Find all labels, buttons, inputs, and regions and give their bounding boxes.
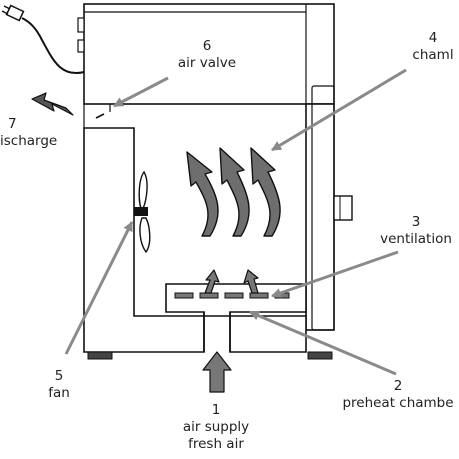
leader-preheat <box>249 310 397 376</box>
label-air-valve: 6 air valve <box>172 38 242 72</box>
label-number: 6 <box>202 38 212 54</box>
door-handle <box>333 195 353 221</box>
label-text: fresh air <box>188 436 244 452</box>
leader-lines <box>64 68 407 376</box>
label-number: 7 <box>8 116 17 132</box>
leader-chamber <box>271 68 407 152</box>
label-fan: 5 fan <box>42 368 76 402</box>
switch-icon <box>77 17 85 33</box>
vent-arrow-icon <box>204 269 259 294</box>
label-number: 5 <box>54 368 64 384</box>
label-air-supply: 1 air supply fresh air <box>176 402 256 453</box>
leader-ventilation <box>271 250 399 298</box>
air-valve-icon <box>95 113 105 119</box>
label-text: chaml <box>412 47 454 63</box>
label-number: 1 <box>211 402 221 418</box>
discharge-arrow-icon <box>31 92 74 116</box>
label-preheat: 2 preheat chambe <box>338 378 458 412</box>
airflow-arrow-icon <box>186 147 281 237</box>
foot <box>87 351 113 360</box>
label-discharge: 7 ischarge <box>0 116 58 150</box>
foot <box>307 351 333 360</box>
label-number: 4 <box>428 30 438 46</box>
label-number: 2 <box>393 378 403 394</box>
label-chamber: 4 chaml <box>408 30 458 64</box>
label-text: air supply <box>182 419 250 435</box>
switch-icon <box>77 39 85 53</box>
power-cord <box>1 4 85 75</box>
label-text: preheat chambe <box>342 395 454 411</box>
label-text: ischarge <box>0 133 58 149</box>
leader-fan <box>64 221 134 355</box>
preheat-chamber <box>165 269 307 352</box>
door-panel <box>305 85 353 331</box>
label-ventilation: 3 ventilation <box>374 214 458 248</box>
supply-arrow-icon <box>202 351 232 393</box>
top-housing <box>77 3 335 105</box>
label-text: air valve <box>177 55 237 71</box>
label-text: fan <box>48 385 70 401</box>
label-number: 3 <box>411 214 421 230</box>
label-text: ventilation <box>380 231 452 247</box>
leader-air-valve <box>113 76 169 108</box>
fan-icon <box>134 170 151 254</box>
